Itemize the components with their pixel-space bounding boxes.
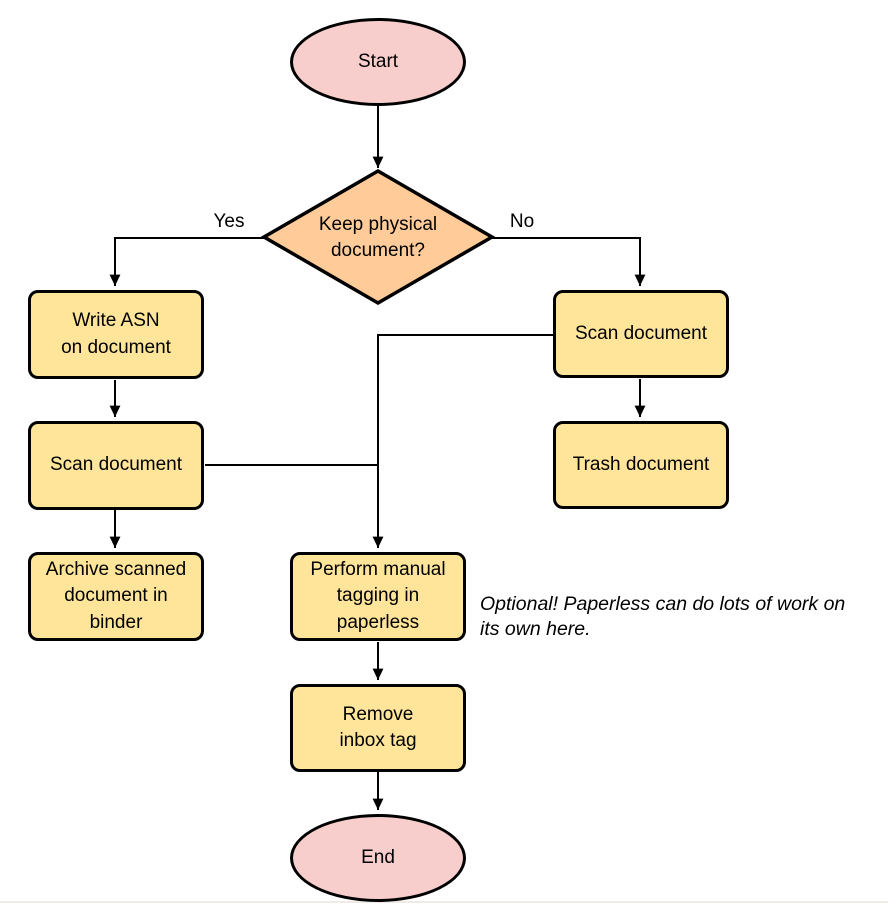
edge-decision-no-to-scan-right — [492, 237, 646, 286]
edge-scan-right-to-perform-tagging — [372, 334, 553, 548]
node-end: End — [290, 814, 466, 902]
node-start: Start — [290, 18, 466, 106]
edge-label-no: No — [509, 211, 535, 232]
annotation-optional-paperless: Optional! Paperless can do lots of work … — [480, 593, 846, 641]
node-perform-manual-tagging: Perform manual tagging in paperless — [290, 552, 466, 641]
edge-decision-yes-to-write-asn — [109, 237, 264, 286]
node-scan-document-left: Scan document — [28, 421, 204, 510]
node-scan-document-right: Scan document — [553, 290, 729, 378]
node-archive-scanned-document: Archive scanned document in binder — [28, 552, 204, 641]
node-write-asn-on-document: Write ASN on document — [28, 290, 204, 379]
edge-label-yes: Yes — [213, 211, 245, 232]
page-bottom-divider — [0, 901, 888, 903]
decision-diamond-shape — [260, 168, 496, 306]
node-remove-inbox-tag: Remove inbox tag — [290, 684, 466, 772]
node-decision-keep-physical-label: Keep physical document? — [318, 213, 438, 261]
node-trash-document: Trash document — [553, 421, 729, 509]
